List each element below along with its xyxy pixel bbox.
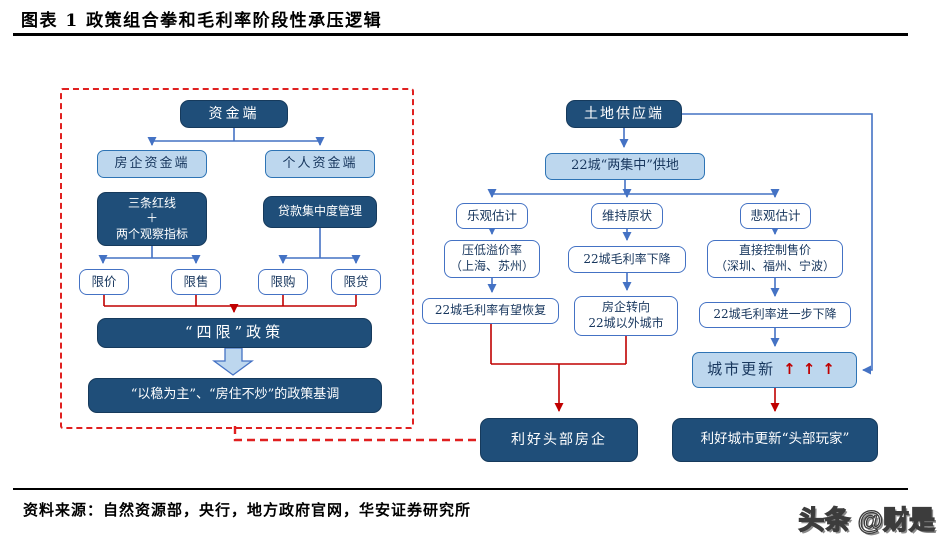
node-three-red-lines: 三条红线 ＋ 两个观察指标 xyxy=(97,192,207,246)
title-rule xyxy=(13,33,908,36)
down-block-arrow-icon xyxy=(212,347,254,376)
node-price-limit: 限价 xyxy=(79,269,129,295)
left-policy-frame xyxy=(60,88,414,429)
node-22city-margin-decline: 22城毛利率下降 xyxy=(568,246,686,273)
node-loan-concentration-management: 贷款集中度管理 xyxy=(263,196,377,228)
node-urban-renewal: 城市更新 ↑↑↑ xyxy=(692,352,857,388)
node-suppress-premium-rate: 压低溢价率 （上海、苏州） xyxy=(444,240,540,278)
node-loan-limit: 限贷 xyxy=(331,269,381,295)
source-note: 资料来源：自然资源部，央行，地方政府官网，华安证券研究所 xyxy=(23,501,472,519)
node-personal-funding: 个人资金端 xyxy=(265,150,375,178)
node-land-supply-side: 土地供应端 xyxy=(566,100,682,128)
node-developer-funding: 房企资金端 xyxy=(97,150,207,178)
red-connectors xyxy=(103,295,780,412)
node-purchase-limit: 限购 xyxy=(258,269,308,295)
node-status-quo: 维持原状 xyxy=(591,203,663,229)
watermark-logo: 头条 @财是 xyxy=(798,504,936,535)
urban-renewal-up-arrows: ↑↑↑ xyxy=(783,360,842,379)
footer-rule xyxy=(13,488,908,490)
node-direct-price-control: 直接控制售价 （深圳、福州、宁波） xyxy=(707,240,843,278)
node-centralized-land-supply: 22城“两集中”供地 xyxy=(545,153,705,180)
figure-title: 图表 1 政策组合拳和毛利率阶段性承压逻辑 xyxy=(21,11,383,31)
node-22city-margin-further-decline: 22城毛利率进一步下降 xyxy=(699,302,851,328)
blue-connectors xyxy=(98,113,873,375)
node-benefit-urban-renewal-players: 利好城市更新“头部玩家” xyxy=(672,418,878,462)
dashed-red-link xyxy=(233,426,478,442)
node-pessimistic-estimate: 悲观估计 xyxy=(740,203,811,229)
node-22city-margin-recovery: 22城毛利率有望恢复 xyxy=(422,298,559,324)
node-policy-tone: “以稳为主”、“房住不炒”的政策基调 xyxy=(88,378,382,413)
node-funding-side: 资金端 xyxy=(180,100,288,128)
node-benefit-top-developers: 利好头部房企 xyxy=(480,418,638,462)
node-sale-limit: 限售 xyxy=(171,269,221,295)
node-optimistic-estimate: 乐观估计 xyxy=(456,203,528,229)
node-developers-shift-cities: 房企转向 22城以外城市 xyxy=(574,296,678,336)
urban-renewal-label: 城市更新 xyxy=(707,360,776,379)
node-four-limits-policy: “四限”政策 xyxy=(97,318,372,348)
